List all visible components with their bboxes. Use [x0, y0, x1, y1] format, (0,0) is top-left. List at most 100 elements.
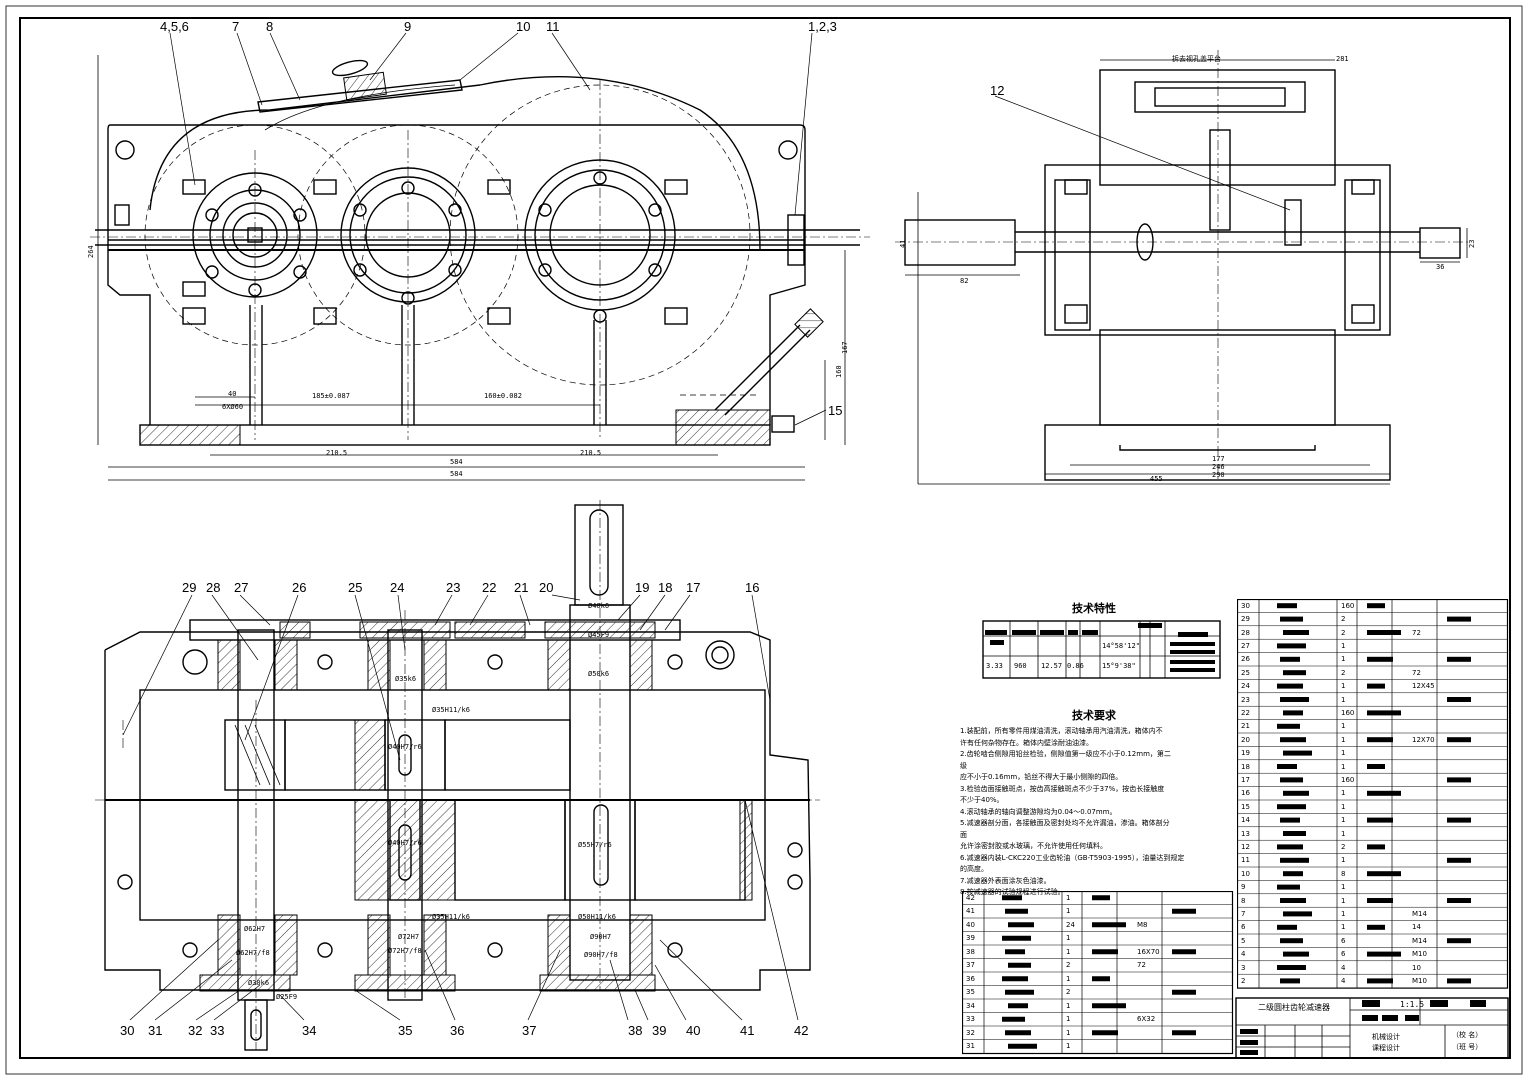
drawing-scale: 1:1.5 — [1400, 1000, 1425, 1009]
bom-item-number: 14 — [1241, 816, 1250, 825]
bom-item-qty: 1 — [1066, 974, 1071, 983]
bom-item-qty: 2 — [1341, 628, 1346, 637]
bom-item-number: 6 — [1241, 923, 1246, 932]
bom-item-qty: 1 — [1066, 1042, 1071, 1051]
fit-45f9: Ø45F9 — [588, 631, 610, 639]
bom-item-number: 18 — [1241, 762, 1250, 771]
label-39: 39 — [652, 1023, 667, 1038]
bom-item-qty: 2 — [1066, 961, 1071, 970]
tech-req-line: 7.减速器外表面涂灰色油漆。 — [960, 876, 1051, 885]
bom-item-qty: 1 — [1066, 934, 1071, 943]
drawing-name: 二级圆柱齿轮减速器 — [1258, 1003, 1330, 1012]
fit-25f9: Ø25F9 — [276, 993, 298, 1001]
bom-item-qty: 1 — [1341, 789, 1346, 798]
fit-62h7: Ø62H7 — [244, 925, 266, 933]
bom-item-qty: 160 — [1341, 708, 1355, 717]
fit-90h7-f8: Ø90H7/f8 — [584, 951, 618, 959]
tech-req-title: 技术要求 — [1072, 709, 1116, 722]
fit-40h7-r6-b: Ø40H7/r6 — [388, 839, 422, 847]
dim-177: 177 — [1212, 455, 1225, 463]
bom-item-qty: 4 — [1341, 963, 1346, 972]
bom-item-spec: 12X45 — [1412, 682, 1435, 691]
dim-455: 455 — [1150, 475, 1163, 483]
bom-item-number: 26 — [1241, 655, 1250, 664]
label-21: 21 — [514, 580, 529, 595]
fit-90h7: Ø90H7 — [590, 933, 612, 941]
bom-item-number: 29 — [1241, 615, 1250, 624]
bom-item-qty: 2 — [1341, 615, 1346, 624]
dim-82: 82 — [960, 277, 969, 285]
bom-item-number: 9 — [1241, 883, 1246, 892]
label-1-2-3: 1,2,3 — [808, 19, 837, 34]
bom-item-qty: 6 — [1341, 950, 1346, 959]
bom-item-number: 7 — [1241, 909, 1246, 918]
bom-item-number: 30 — [1241, 601, 1250, 610]
label-36: 36 — [450, 1023, 465, 1038]
label-35: 35 — [398, 1023, 413, 1038]
dim-40: 40 — [228, 390, 237, 398]
bom-item-spec: M8 — [1137, 920, 1148, 929]
bom-item-number: 22 — [1241, 708, 1250, 717]
side-view-note: 拆去视孔盖平台 — [1172, 55, 1221, 63]
label-40: 40 — [686, 1023, 701, 1038]
bom-item-spec: M14 — [1412, 936, 1427, 945]
label-37: 37 — [522, 1023, 537, 1038]
dim-167: 167 — [841, 341, 849, 354]
bom-item-qty: 160 — [1341, 775, 1355, 784]
bom-item-number: 32 — [966, 1028, 975, 1037]
tech-char-speed: 960 — [1014, 662, 1027, 670]
bom-item-qty: 1 — [1066, 893, 1071, 902]
bom-item-qty: 1 — [1066, 947, 1071, 956]
bom-item-number: 34 — [966, 1001, 975, 1010]
bom-item-qty: 1 — [1341, 896, 1346, 905]
bom-item-spec: M14 — [1412, 909, 1427, 918]
bom-item-qty: 8 — [1341, 869, 1346, 878]
label-7: 7 — [232, 19, 240, 34]
bom-item-qty: 6 — [1341, 936, 1346, 945]
label-23: 23 — [446, 580, 461, 595]
bom-item-qty: 1 — [1341, 722, 1346, 731]
label-11: 11 — [546, 19, 560, 34]
tech-req-line: 5.减速器剖分面，各接触面及密封处均不允许漏油，渗油。箱体剖分 — [960, 819, 1170, 827]
bom-item-qty: 1 — [1341, 829, 1346, 838]
bom-item-qty: 1 — [1341, 749, 1346, 758]
bom-item-number: 15 — [1241, 802, 1250, 811]
bom-item-number: 33 — [966, 1015, 975, 1024]
label-17: 17 — [686, 580, 701, 595]
bom-item-number: 28 — [1241, 628, 1250, 637]
label-4-5-6: 4,5,6 — [160, 19, 189, 34]
label-28: 28 — [206, 580, 221, 595]
tech-req-line: 2.齿轮啮合侧隙用铅丝检验，侧隙值第一级应不小于0.12mm，第二 — [960, 750, 1171, 758]
bom-item-number: 36 — [966, 974, 975, 983]
bom-item-qty: 2 — [1066, 988, 1071, 997]
dim-41: 41 — [899, 239, 907, 248]
dim-584-b: 584 — [450, 470, 463, 478]
bom-item-qty: 1 — [1341, 655, 1346, 664]
bom-item-qty: 24 — [1066, 920, 1075, 929]
tech-req-line: 不少于40%。 — [960, 796, 1004, 804]
bom-item-qty: 1 — [1341, 682, 1346, 691]
fit-50k6: Ø50k6 — [588, 670, 610, 678]
dim-160: 160 — [835, 365, 843, 378]
label-20: 20 — [539, 580, 554, 595]
bom-item-number: 12 — [1241, 842, 1250, 851]
label-22: 22 — [482, 580, 497, 595]
bom-item-qty: 1 — [1341, 735, 1346, 744]
tech-req-line: 许有任何杂物存在。箱体内壁涂耐油油漆。 — [960, 738, 1093, 747]
bom-grid-lines — [962, 891, 1234, 1055]
fit-55h7-r6: Ø55H7/r6 — [578, 841, 612, 849]
label-42: 42 — [794, 1023, 809, 1038]
bom-item-spec: 72 — [1412, 668, 1421, 677]
label-26: 26 — [292, 580, 307, 595]
course-name-2: 课程设计 — [1372, 1044, 1400, 1052]
fit-30k6: Ø30k6 — [248, 979, 270, 987]
side-view — [895, 50, 1470, 485]
tech-req-line: 允许涂密封胶或水玻璃，不允许使用任何填料。 — [960, 842, 1107, 850]
dim-160-centre: 160±0.082 — [484, 392, 522, 400]
label-16: 16 — [745, 580, 760, 595]
label-41: 41 — [740, 1023, 755, 1038]
label-31: 31 — [148, 1023, 163, 1038]
bom-item-number: 25 — [1241, 668, 1250, 677]
bom-item-qty: 1 — [1066, 1001, 1071, 1010]
bom-item-number: 42 — [966, 893, 975, 902]
